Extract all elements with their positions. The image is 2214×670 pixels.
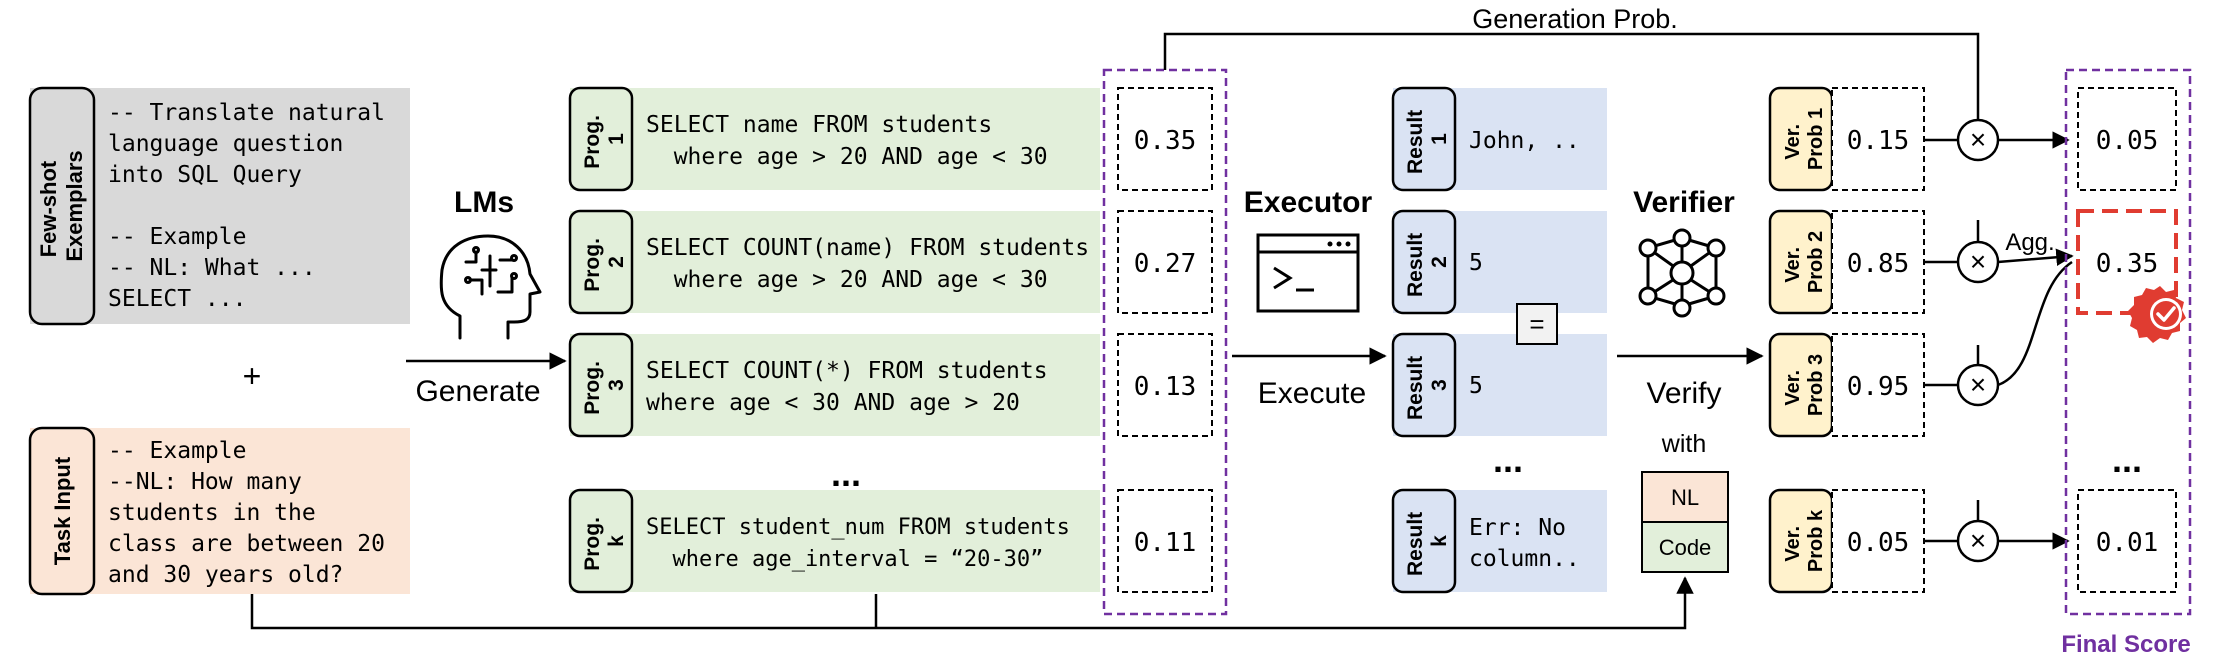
neural-network-icon xyxy=(1638,228,1726,318)
gen-prob-value: 0.27 xyxy=(1134,249,1197,279)
gen-prob-boxes: 0.35 0.27 0.13 0.11 xyxy=(1117,87,1213,593)
executor-title: Executor xyxy=(1244,186,1373,219)
multiply-icon: × xyxy=(1970,124,1986,155)
program-2: Prog. 2 SELECT COUNT(name) FROM students… xyxy=(0,0,1186,315)
executor-block: Executor Execute xyxy=(1244,186,1373,410)
verifier-title: Verifier xyxy=(1633,186,1735,219)
result-text: John, .. xyxy=(1469,128,1580,154)
verifier-block: Verifier Verify with NL Code xyxy=(1633,186,1735,573)
ver-prob-value: 0.95 xyxy=(1847,372,1910,402)
result-tag: Result k xyxy=(1404,506,1451,576)
with-label: with xyxy=(1661,430,1706,458)
lms-title: LMs xyxy=(454,186,514,219)
result-tag: Result 1 xyxy=(1404,104,1451,174)
few-shot-exemplars: Few-shot Exemplars -- Translate natural … xyxy=(28,86,410,326)
generation-prob-line xyxy=(1163,32,1980,125)
results-ellipsis: ... xyxy=(1493,439,1523,480)
program-tag: Prog. 3 xyxy=(581,355,628,415)
nl-label: NL xyxy=(1671,485,1699,510)
program-k: Prog. k SELECT student_num FROM students… xyxy=(0,0,1163,594)
final-score-value: 0.05 xyxy=(2096,126,2159,156)
result-1: Result 1 John, .. xyxy=(1391,86,1607,192)
generation-prob-column xyxy=(1102,68,1228,616)
ver-prob-tag: Ver. Prob k xyxy=(1782,509,1827,572)
final-score-column xyxy=(2064,68,2192,616)
program-code: SELECT student_num FROM students where a… xyxy=(0,0,1163,572)
equals-box xyxy=(1516,303,1558,345)
program-tag: Prog. k xyxy=(581,511,628,571)
final-score-box xyxy=(2077,87,2177,191)
terminal-icon xyxy=(1256,233,1360,313)
program-tag: Prog. 2 xyxy=(581,232,628,292)
result-text: 5 xyxy=(1469,373,1483,399)
program-code: SELECT name FROM students where age > 20… xyxy=(0,0,1117,170)
few-shot-text: -- Translate natural language question i… xyxy=(108,100,399,312)
generate-label: Generate xyxy=(415,375,540,408)
ver-prob-value: 0.15 xyxy=(1847,126,1910,156)
equals-sign: = xyxy=(1529,309,1544,339)
result-2: Result 2 5 xyxy=(1391,209,1607,315)
plus-sign: + xyxy=(243,358,262,394)
agg-label: Agg. xyxy=(2005,229,2054,256)
final-score-value: 0.01 xyxy=(2096,528,2159,558)
result-k: Result k Err: No column.. xyxy=(1391,488,1607,594)
result-tag: Result 2 xyxy=(1404,227,1451,297)
task-input-text: -- Example --NL: How many students in th… xyxy=(108,438,399,588)
generation-prob-label: Generation Prob. xyxy=(1472,4,1678,34)
ver-prob-1: Ver. Prob 1 0.15 xyxy=(1768,86,1925,192)
code-label: Code xyxy=(1659,535,1712,560)
gen-prob-value: 0.11 xyxy=(1134,528,1197,558)
final-ellipsis: ... xyxy=(2112,439,2142,480)
ver-prob-tag: Ver. Prob 3 xyxy=(1782,354,1827,416)
ver-prob-3: Ver. Prob 3 0.95 xyxy=(1768,332,1925,438)
ver-prob-tag: Ver. Prob 2 xyxy=(1782,231,1827,293)
multiply-nodes xyxy=(1924,118,2074,563)
ver-prob-tag: Ver. Prob 1 xyxy=(1782,108,1827,170)
final-score-label: Final Score xyxy=(2061,631,2190,658)
result-3: Result 3 5 xyxy=(1391,332,1607,438)
check-badge-icon xyxy=(2128,286,2186,343)
program-3: Prog. 3 SELECT COUNT(*) FROM students wh… xyxy=(0,0,1145,438)
multiply-icon: × xyxy=(1970,369,1986,400)
result-tag: Result 3 xyxy=(1404,350,1451,420)
task-input: Task Input -- Example --NL: How many stu… xyxy=(28,426,410,596)
result-text: 5 xyxy=(1469,250,1483,276)
ver-prob-value: 0.05 xyxy=(1847,528,1910,558)
verify-label: Verify xyxy=(1646,377,1721,410)
brain-head-icon xyxy=(439,234,542,340)
gen-prob-value: 0.35 xyxy=(1134,126,1197,156)
lms-block: LMs Generate xyxy=(415,186,542,408)
ver-prob-value: 0.85 xyxy=(1847,249,1910,279)
program-code: SELECT COUNT(*) FROM students where age … xyxy=(0,0,1145,416)
multiply-icon: × xyxy=(1970,246,1986,277)
programs-ellipsis: ... xyxy=(831,453,861,494)
multiply-icon: × xyxy=(1970,525,1986,556)
program-code: SELECT COUNT(name) FROM students where a… xyxy=(0,0,1186,293)
result-text: Err: No column.. xyxy=(1469,515,1580,572)
ver-prob-2: Ver. Prob 2 0.85 xyxy=(1768,209,1925,315)
few-shot-label: Few-shot Exemplars xyxy=(36,150,87,261)
final-score-value: 0.35 xyxy=(2096,249,2159,279)
ver-prob-k: Ver. Prob k 0.05 xyxy=(1768,488,1925,594)
multiply-symbols: × × × × xyxy=(1970,124,1986,556)
program-tag: Prog. 1 xyxy=(581,109,628,169)
task-input-feed-line xyxy=(250,576,1694,630)
code-box xyxy=(1641,521,1729,573)
task-input-label: Task Input xyxy=(50,456,75,565)
final-score-box xyxy=(2077,489,2177,593)
execute-label: Execute xyxy=(1258,377,1366,410)
program-1: Prog. 1 SELECT name FROM students where … xyxy=(0,0,1117,192)
gen-prob-value: 0.13 xyxy=(1134,372,1197,402)
